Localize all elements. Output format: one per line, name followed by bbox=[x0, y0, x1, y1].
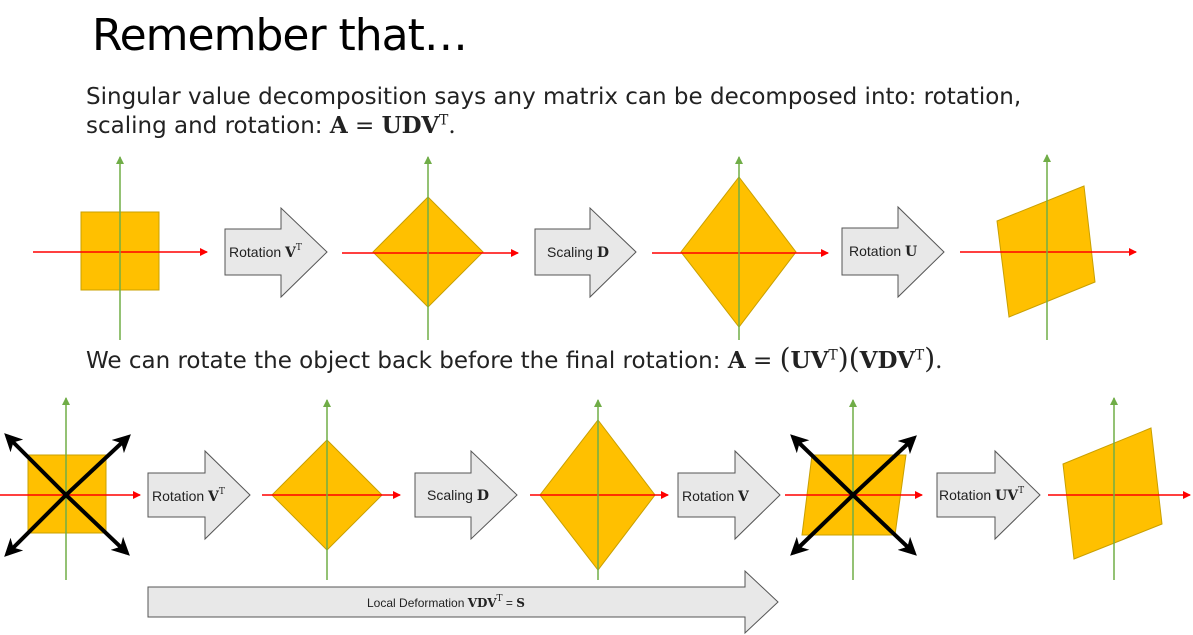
bottom-arrow3-mat: V bbox=[737, 489, 750, 505]
bottom-final-parallelogram-shape bbox=[1062, 427, 1163, 560]
bottom-stage4-cross-a bbox=[851, 435, 917, 497]
top-arrow1-text: Rotation bbox=[229, 244, 285, 260]
bottom-arrow4-label: Rotation UVT bbox=[939, 486, 1024, 504]
bottom-row: Rotation VT Scaling D Rotation V Rotatio… bbox=[0, 397, 1191, 580]
bottom-stage4-cross-d bbox=[851, 493, 917, 556]
long-arrow-eq: = bbox=[503, 596, 517, 610]
top-arrow3-label: Rotation U bbox=[849, 243, 917, 260]
bottom-stage4-cross-c bbox=[790, 434, 855, 497]
rotate-back-line: We can rotate the object back before the… bbox=[86, 345, 943, 375]
bottom-arrow1-label: Rotation VT bbox=[152, 487, 225, 505]
bottom-arrow-rotation-vt bbox=[147, 449, 251, 541]
bottom-arrow4-sup: T bbox=[1018, 486, 1024, 496]
top-arrow2-mat: D bbox=[597, 245, 609, 261]
line2-end: . bbox=[448, 113, 456, 139]
bottom-arrow1-mat: V bbox=[207, 489, 220, 505]
bottom-stage1-cross-d bbox=[64, 493, 130, 556]
bottom-arrow1-sup: T bbox=[219, 487, 225, 497]
bottom-arrow4-text: Rotation bbox=[939, 487, 995, 503]
bottom-arrow-scaling-d bbox=[414, 449, 518, 541]
bottom-stage1-cross-b bbox=[4, 493, 68, 557]
bottom-stage4-cross-b bbox=[790, 493, 855, 556]
long-arrow-text: Local Deformation bbox=[367, 596, 468, 610]
svd-description-line1: Singular value decomposition says any ma… bbox=[86, 84, 1022, 110]
line3-p1: UV bbox=[790, 347, 829, 374]
bottom-arrow-rotation-uvt bbox=[936, 449, 1041, 541]
paren-close-2: ) bbox=[924, 342, 936, 375]
svd-description-line2: scaling and rotation: A = UDVT. bbox=[86, 112, 456, 139]
top-arrow1-sup: T bbox=[296, 243, 302, 253]
line3-p1-sup: T bbox=[828, 347, 838, 364]
top-arrow1-label: Rotation VT bbox=[229, 243, 302, 261]
line2-rhs: UDV bbox=[381, 112, 440, 139]
bottom-arrow2-mat: D bbox=[477, 488, 489, 504]
bottom-arrow-rotation-v bbox=[677, 449, 781, 541]
slide-title: Remember that… bbox=[92, 10, 468, 61]
paren-close-1: ) bbox=[837, 342, 849, 375]
bottom-arrow2-text: Scaling bbox=[427, 487, 477, 503]
line2-sup: T bbox=[439, 112, 449, 129]
long-arrow-sup: T bbox=[497, 594, 503, 604]
top-arrow3-mat: U bbox=[905, 244, 917, 260]
line2-eq: = bbox=[347, 113, 382, 139]
bottom-arrow2-label: Scaling D bbox=[427, 487, 489, 504]
top-arrow-scaling-d bbox=[534, 206, 637, 299]
bottom-arrow3-text: Rotation bbox=[682, 488, 738, 504]
long-arrow-group: Local Deformation VDVT = S bbox=[147, 569, 779, 635]
line2-text: scaling and rotation: bbox=[86, 113, 330, 139]
line3-eq: = bbox=[745, 348, 780, 374]
bottom-arrow3-label: Rotation V bbox=[682, 488, 750, 505]
bottom-arrow4-mat: UV bbox=[995, 488, 1019, 504]
top-arrow3-text: Rotation bbox=[849, 243, 905, 259]
top-arrow-rotation-vt bbox=[224, 206, 328, 299]
line3-lhs: A bbox=[727, 347, 746, 374]
line3-p2-sup: T bbox=[914, 347, 925, 364]
top-arrow2-label: Scaling D bbox=[547, 244, 609, 261]
top-arrow1-mat: V bbox=[284, 245, 297, 261]
line3-text: We can rotate the object back before the… bbox=[86, 348, 728, 374]
top-arrow2-text: Scaling bbox=[547, 244, 597, 260]
top-arrow-rotation-u bbox=[841, 205, 945, 299]
top-row: Rotation VT Scaling D Rotation U bbox=[33, 154, 1137, 340]
line3-p2: VDV bbox=[859, 347, 915, 374]
long-arrow-mat: VDV bbox=[467, 596, 498, 610]
line2-lhs: A bbox=[329, 112, 348, 139]
bottom-stage1-cross-a bbox=[64, 434, 131, 497]
paren-open-1: ( bbox=[779, 342, 791, 375]
long-arrow-local-deformation bbox=[147, 569, 779, 635]
long-arrow-rhs: S bbox=[516, 596, 525, 610]
long-arrow-label: Local Deformation VDVT = S bbox=[367, 594, 525, 610]
bottom-stage1-cross-c bbox=[4, 433, 68, 497]
paren-open-2: ( bbox=[848, 342, 860, 375]
line3-end: . bbox=[935, 348, 943, 374]
bottom-arrow1-text: Rotation bbox=[152, 488, 208, 504]
